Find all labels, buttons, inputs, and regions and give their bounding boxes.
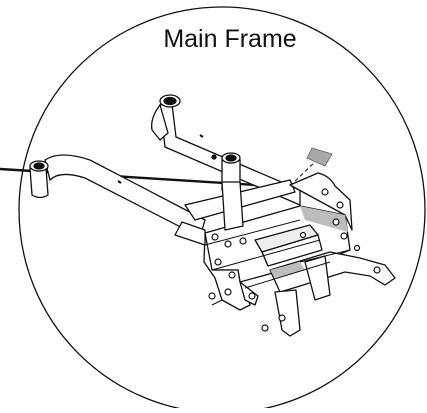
side-plate-assembly (174, 172, 396, 337)
frame-detail-lines (204, 219, 351, 337)
fastener-holes (208, 188, 381, 332)
diagram-title: Main Frame (163, 25, 297, 53)
front-tube (29, 154, 206, 238)
